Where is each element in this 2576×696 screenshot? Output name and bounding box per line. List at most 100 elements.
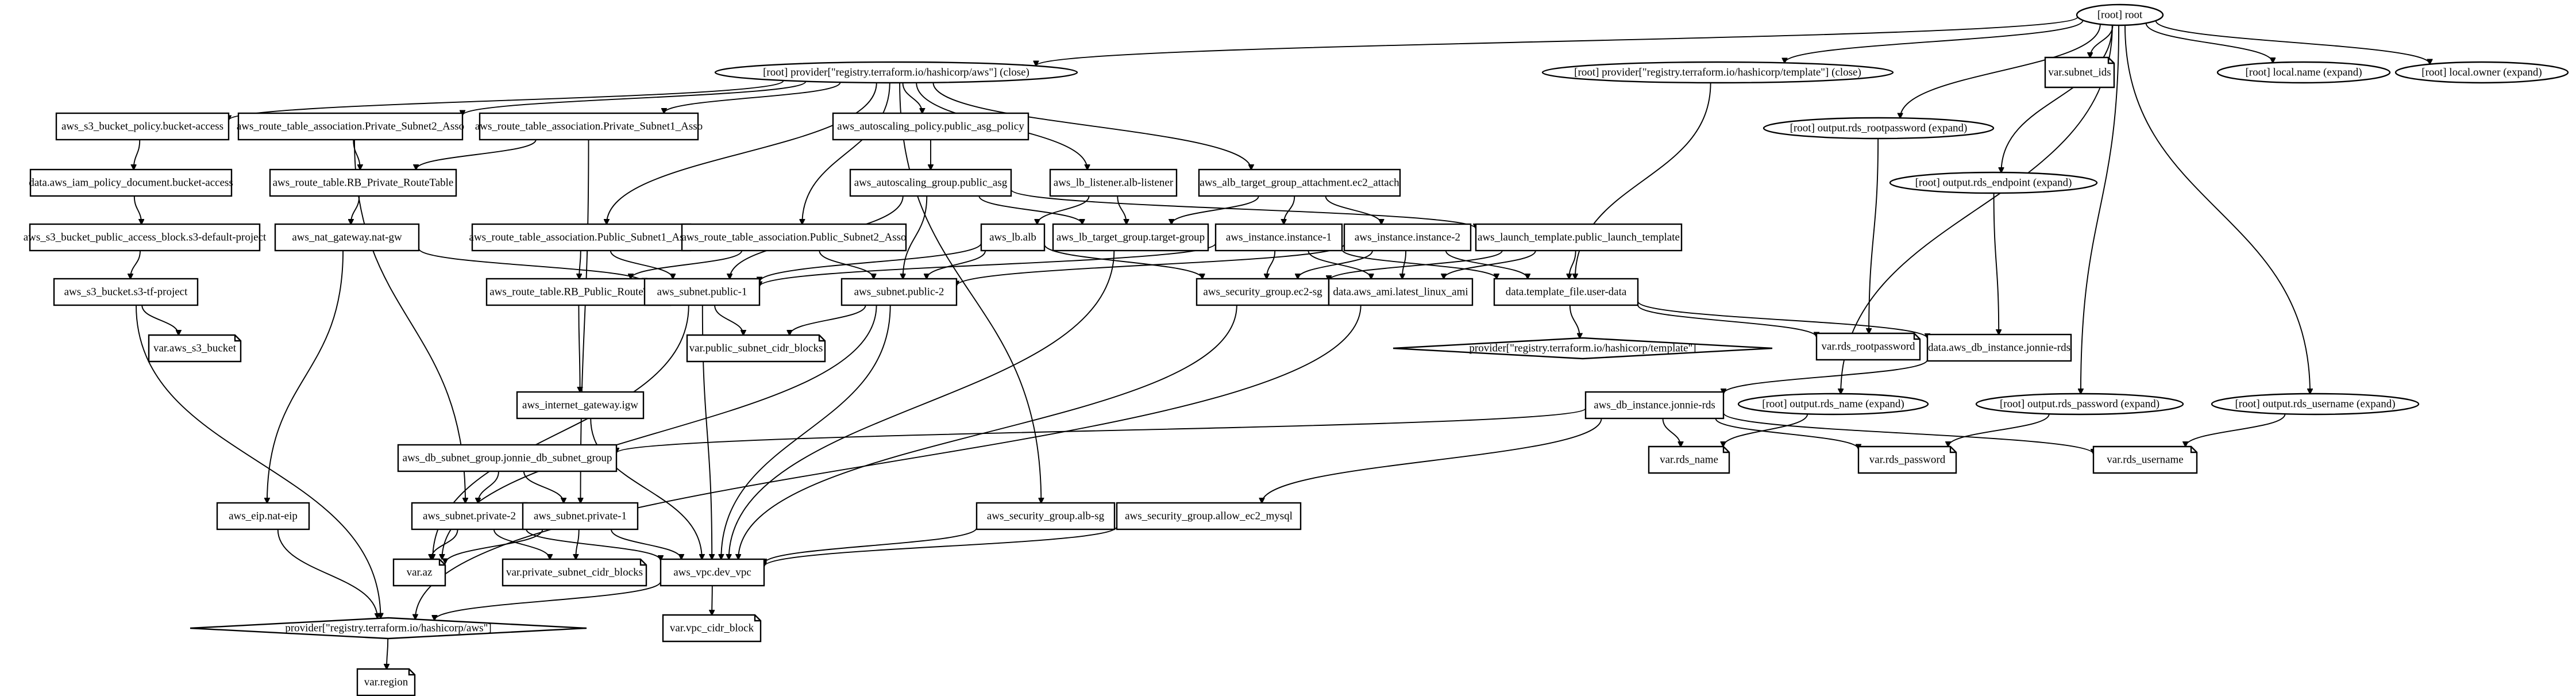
edge-prov-aws-close-to-alb-tg-attach [932, 82, 1251, 170]
edge-rta-priv1-to-subnet-priv1 [581, 139, 589, 503]
node-shape [397, 444, 618, 472]
edge-data-db-to-db-inst [1723, 359, 1928, 394]
edge-prov-aws-to-var-region [387, 638, 388, 669]
edge-inst1-to-ami [1308, 250, 1371, 279]
node-label: var.rds_password [1869, 454, 1946, 466]
node-var-s3-bucket: var.aws_s3_bucket [148, 334, 242, 363]
node-shape [1343, 223, 1472, 252]
node-var-pub-cidr: var.public_subnet_cidr_blocks [686, 334, 826, 363]
node-shape [840, 278, 958, 306]
node-subnet-priv1: aws_subnet.private-1 [522, 502, 639, 530]
node-label: aws_autoscaling_group.public_asg [854, 177, 1008, 189]
node-shape [1763, 117, 1995, 140]
node-label: aws_route_table.RB_Public_RouteTable [489, 286, 667, 298]
node-shape [1648, 445, 1730, 474]
node-label: provider["registry.terraform.io/hashicor… [1469, 343, 1696, 355]
node-var-region: var.region [356, 668, 416, 696]
node-var-priv-cidr: var.private_subnet_cidr_blocks [502, 558, 647, 587]
node-var-rds-user: var.rds_username [2092, 445, 2198, 474]
edge-lb-alb-to-subnet-pub1 [759, 243, 982, 282]
node-label: aws_route_table.RB_Private_RouteTable [273, 177, 454, 189]
node-label: aws_lb_target_group.target-group [1056, 232, 1205, 244]
edge-vpc-to-prov-aws [434, 581, 661, 621]
edge-igw-to-vpc [590, 418, 702, 559]
node-root: [root] root [2076, 3, 2164, 26]
node-label: data.aws_iam_policy_document.bucket-acce… [29, 177, 233, 189]
node-shape [1116, 502, 1302, 530]
edge-launch-tpl-to-ami [1444, 250, 1536, 279]
node-var-az: var.az [392, 558, 446, 587]
node-shape [2394, 61, 2569, 84]
node-shape [980, 223, 1046, 252]
edge-launch-tpl-to-sg-ec2 [1329, 250, 1503, 280]
node-shape [516, 391, 645, 420]
node-label: var.rds_rootpassword [1821, 341, 1915, 353]
edge-db-inst-to-var-rds-pw [1715, 418, 1859, 449]
node-label: aws_subnet.public-2 [854, 286, 944, 298]
node-launch-tpl: aws_launch_template.public_launch_templa… [1475, 223, 1683, 252]
edge-subnet-priv1-to-vpc [611, 529, 681, 559]
edge-inst2-to-ami [1402, 250, 1407, 279]
edge-tpl-file-to-data-db [1637, 301, 1927, 339]
edge-ami-to-prov-aws [415, 305, 1362, 619]
node-sg-alb: aws_security_group.alb-sg [975, 502, 1116, 530]
node-shape [975, 502, 1116, 530]
node-shape [148, 334, 242, 363]
edge-s3-bucket-to-prov-aws [136, 305, 381, 618]
node-local-owner: [root] local.owner (expand) [2394, 61, 2569, 84]
edge-subnet-pub2-to-vpc [721, 305, 891, 559]
edge-lb-alb-to-sg-ec2 [1044, 244, 1202, 279]
node-label: aws_subnet.private-2 [423, 510, 516, 522]
edge-root-to-out-pw [2081, 25, 2120, 394]
edge-root-to-out-user [2124, 25, 2310, 394]
node-shape [2216, 61, 2391, 84]
node-shape [190, 617, 587, 640]
node-label: [root] output.rds_rootpassword (expand) [1790, 122, 1968, 134]
edge-rta-pub1-to-rt-public [579, 250, 581, 279]
node-shape [849, 168, 1012, 197]
node-label: aws_autoscaling_policy.public_asg_policy [837, 121, 1024, 133]
node-shape [2092, 445, 2198, 474]
edge-root-to-out-endpoint [2002, 25, 2113, 172]
node-label: var.public_subnet_cidr_blocks [689, 343, 823, 355]
node-lb-alb: aws_lb.alb [980, 223, 1046, 252]
node-shape [681, 223, 907, 252]
edge-subnet-priv1-to-var-priv-cidr [576, 529, 580, 559]
node-prov-tpl: provider["registry.terraform.io/hashicor… [1393, 337, 1773, 360]
node-label: [root] provider["registry.terraform.io/h… [763, 67, 1029, 79]
node-shape [1737, 393, 1929, 416]
node-sg-mysql: aws_security_group.allow_ec2_mysql [1116, 502, 1302, 530]
edge-alb-tg-attach-to-inst2 [1325, 195, 1382, 224]
edge-lb-listener-to-lb-alb [1037, 195, 1090, 224]
node-lb-tg: aws_lb_target_group.target-group [1052, 223, 1209, 252]
edge-prov-aws-close-to-rta-priv1 [664, 82, 841, 113]
edge-out-endpoint-to-data-db [1993, 193, 1999, 334]
edge-prov-aws-close-to-rta-pub1 [607, 82, 877, 224]
node-shape [686, 334, 826, 363]
node-out-pw: [root] output.rds_password (expand) [1975, 393, 2184, 416]
node-label: aws_route_table_association.Private_Subn… [475, 121, 703, 133]
node-label: [root] provider["registry.terraform.io/h… [1574, 67, 1861, 79]
node-shape [1052, 223, 1209, 252]
graph-nodes: [root] root [root] provider["registry.ter… [24, 3, 2569, 696]
node-shape [29, 168, 233, 197]
node-label: aws_nat_gateway.nat-gw [292, 232, 402, 244]
node-label: [root] output.rds_username (expand) [2235, 398, 2395, 410]
edge-sg-alb-to-vpc [764, 527, 977, 564]
edge-subnet-pub1-to-var-pub-cidr [714, 305, 743, 335]
node-label: aws_db_instance.jonnie-rds [1594, 399, 1715, 412]
node-shape [55, 112, 230, 141]
edge-s3-policy-to-iam-doc [134, 139, 141, 170]
edge-s3-bucket-to-var-s3-bucket [141, 305, 179, 335]
node-shape [356, 668, 416, 696]
node-label: aws_alb_target_group_attachment.ec2_atta… [1200, 177, 1399, 189]
node-label: aws_s3_bucket_policy.bucket-access [61, 121, 223, 133]
node-label: provider["registry.terraform.io/hashicor… [285, 622, 491, 635]
node-label: aws_db_subnet_group.jonnie_db_subnet_gro… [403, 452, 612, 464]
node-iam-doc: data.aws_iam_policy_document.bucket-acce… [29, 168, 233, 197]
node-shape [1393, 337, 1773, 360]
node-db-inst: aws_db_instance.jonnie-rds [1584, 391, 1725, 420]
node-label: aws_instance.instance-2 [1355, 232, 1460, 244]
node-label: var.rds_username [2107, 454, 2183, 466]
node-shape [662, 614, 762, 643]
